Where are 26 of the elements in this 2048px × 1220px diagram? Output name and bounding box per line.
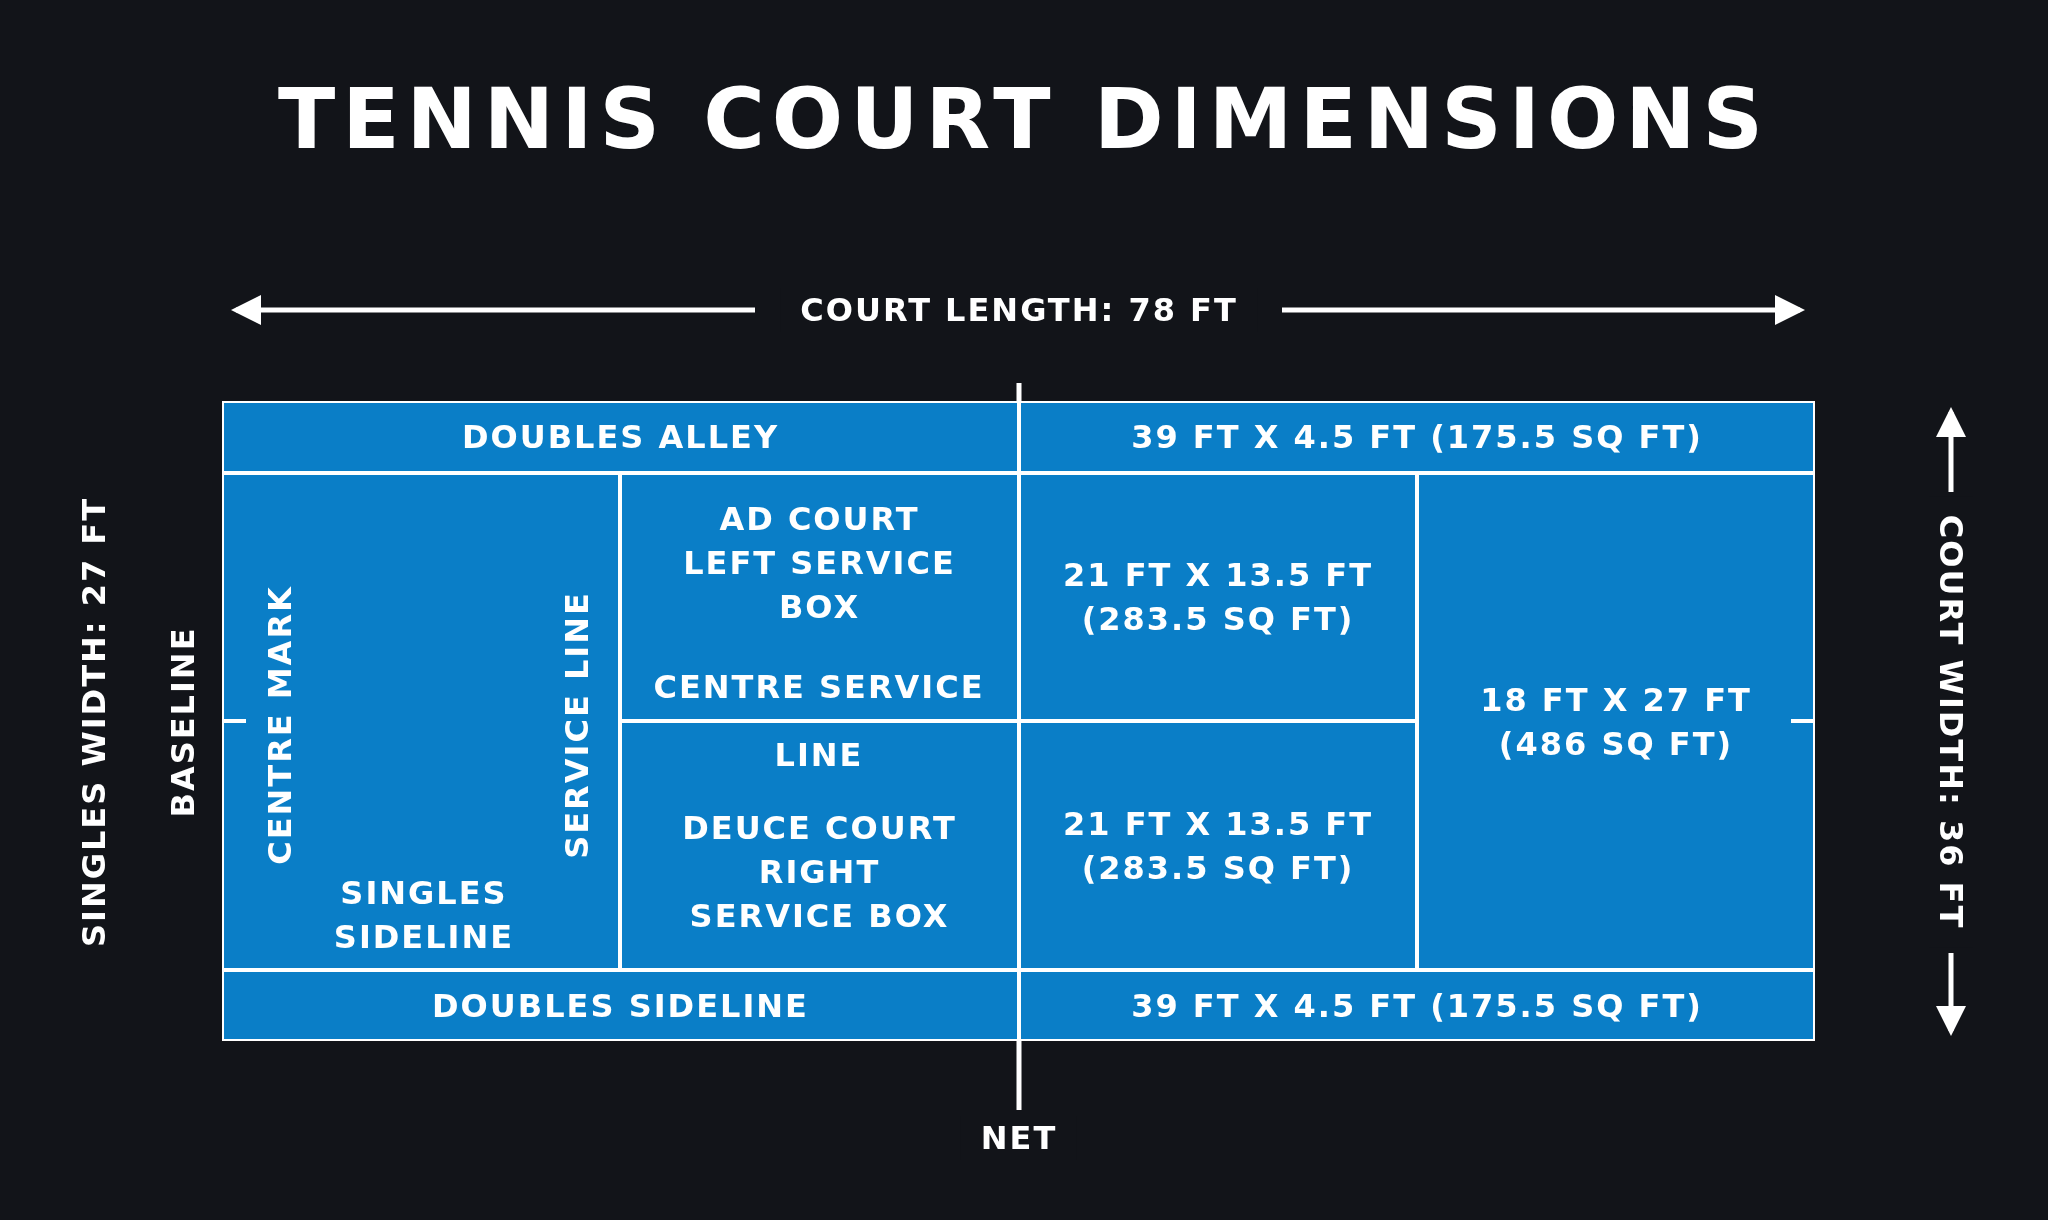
dimension-label: SINGLES WIDTH: 27 FT [74,496,114,948]
court-area [1019,473,1417,721]
court-area [222,473,620,970]
line-label: CENTRE SERVICE LINE [652,667,986,776]
area-dimension: 39 FT X 4.5 FT (175.5 SQ FT) [1131,985,1703,1027]
area-dimension: 21 FT X 13.5 FT (283.5 SQ FT) [1061,803,1375,889]
area-dimension: 18 FT X 27 FT (486 SQ FT) [1479,679,1753,765]
line-label: BASELINE [163,626,203,818]
court-area [1417,473,1815,970]
title: TENNIS COURT DIMENSIONS [276,70,1772,168]
court-area [222,401,1019,473]
court-area [620,473,1019,721]
area-label: AD COURT LEFT SERVICE BOX [682,499,957,628]
line-label: SINGLES SIDELINE [332,873,516,958]
court-area [1019,721,1417,970]
area-dimension: 39 FT X 4.5 FT (175.5 SQ FT) [1131,417,1703,458]
court-area [222,970,1019,1041]
line-label: SERVICE LINE [557,591,597,859]
line-label: DOUBLES SIDELINE [432,985,809,1027]
court-area [1019,401,1815,473]
line-label: CENTRE MARK [260,585,300,865]
court-area [1019,970,1815,1041]
area-dimension: 21 FT X 13.5 FT (283.5 SQ FT) [1061,555,1375,640]
area-label: DEUCE COURT RIGHT SERVICE BOX [681,808,958,937]
court-area [620,721,1019,970]
area-label: DOUBLES ALLEY [461,417,780,458]
